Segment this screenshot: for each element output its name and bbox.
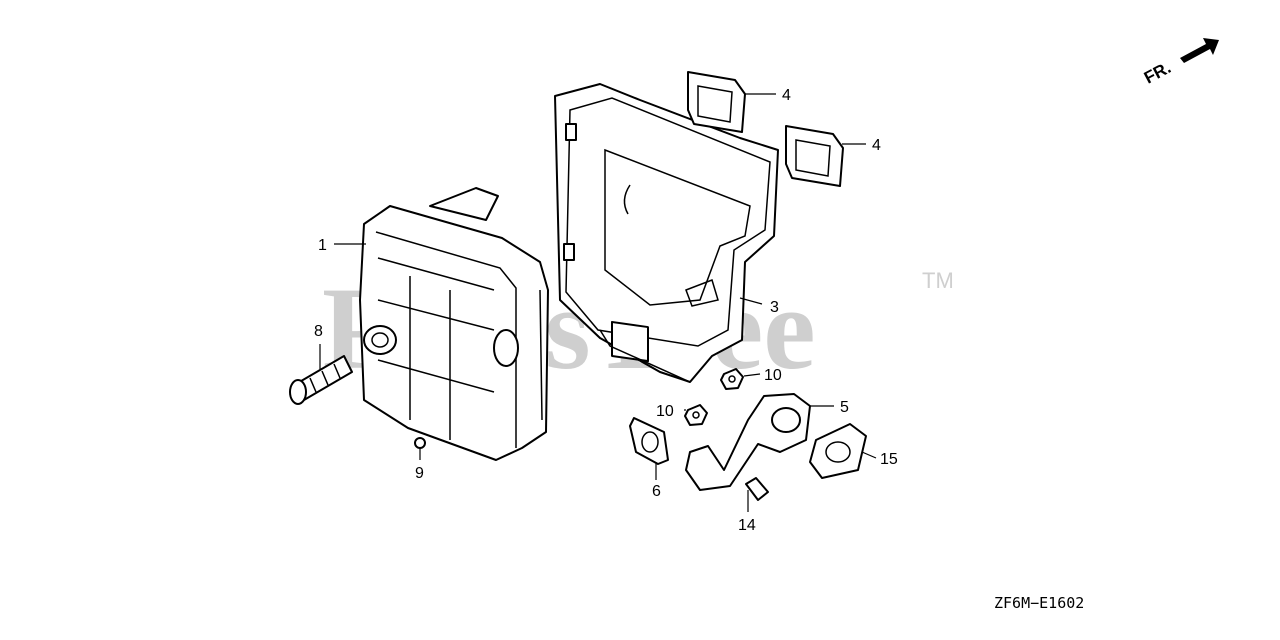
- callout-15: 15: [880, 451, 898, 468]
- cover-part-lower: [785, 125, 844, 187]
- gasket-part-6: [629, 417, 669, 465]
- front-direction-label: FR.: [1141, 58, 1174, 88]
- callout-1: 1: [318, 237, 327, 254]
- callout-3: 3: [770, 299, 779, 316]
- gasket-part-15: [809, 423, 867, 479]
- callout-4-upper: 4: [782, 87, 791, 104]
- front-direction-arrow-icon: [1180, 38, 1219, 63]
- callout-8: 8: [314, 323, 323, 340]
- callout-4-lower: 4: [872, 137, 881, 154]
- front-direction-marker: FR.: [1141, 38, 1219, 88]
- flange-nut-part-lower: [684, 404, 708, 426]
- callout-5: 5: [840, 399, 849, 416]
- diagram-code: ZF6M−E1602: [994, 594, 1084, 612]
- flange-nut-part-upper: [720, 368, 744, 390]
- screw-part-9: [414, 437, 426, 449]
- callout-14: 14: [738, 517, 756, 534]
- watermark-trademark: TM: [922, 268, 954, 293]
- leader-lines: [319, 93, 877, 512]
- callout-6: 6: [652, 483, 661, 500]
- callout-10-upper: 10: [764, 367, 782, 384]
- muffler-part: [359, 187, 549, 461]
- callout-10-lower: 10: [656, 403, 674, 420]
- exhaust-pipe-part: [685, 393, 811, 491]
- bolt-part-14: [745, 477, 769, 501]
- spark-arrester-part: [289, 355, 353, 405]
- callout-9: 9: [415, 465, 424, 482]
- muffler-protector-part: [554, 83, 779, 383]
- cover-part-upper: [687, 71, 746, 133]
